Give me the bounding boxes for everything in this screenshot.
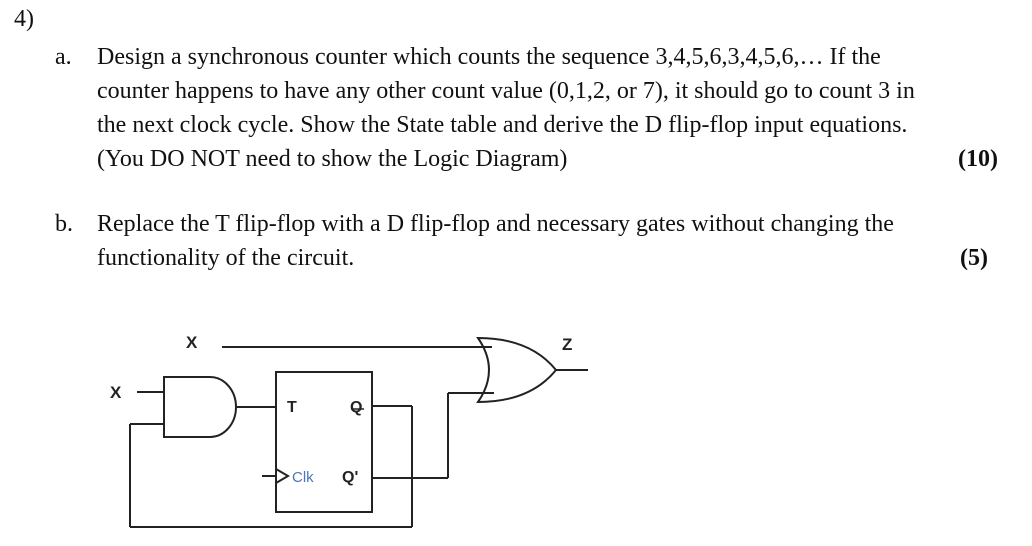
t-flipflop (275, 371, 373, 513)
clock-wedge (275, 468, 290, 484)
part-a-line-4: (You DO NOT need to show the Logic Diagr… (97, 146, 568, 172)
label-qbar: Q' (342, 469, 358, 486)
label-x-left: X (110, 383, 122, 402)
part-a-line-1: Design a synchronous counter which count… (97, 44, 881, 70)
part-b: b. Replace the T flip-flop with a D flip… (55, 207, 1025, 277)
part-a: a. Design a synchronous counter which co… (55, 40, 1025, 180)
label-z: Z (562, 335, 572, 354)
label-t: T (287, 399, 297, 416)
question-number: 4) (14, 6, 34, 32)
part-b-text: Replace the T flip-flop with a D flip-fl… (97, 207, 894, 275)
part-b-marks: (5) (960, 245, 988, 271)
and-gate (163, 376, 237, 438)
part-a-line-3: the next clock cycle. Show the State tab… (97, 112, 908, 138)
part-b-letter: b. (55, 211, 73, 237)
label-x-top: X (186, 333, 198, 352)
part-b-line-1: Replace the T flip-flop with a D flip-fl… (97, 211, 894, 237)
part-a-letter: a. (55, 44, 72, 70)
part-a-marks: (10) (958, 146, 998, 172)
part-b-line-2: functionality of the circuit. (97, 245, 355, 271)
label-clk: Clk (292, 469, 314, 486)
or-gate (476, 336, 558, 404)
label-q: Q (350, 399, 362, 416)
part-a-line-2: counter happens to have any other count … (97, 78, 915, 104)
part-a-text: Design a synchronous counter which count… (97, 40, 915, 176)
